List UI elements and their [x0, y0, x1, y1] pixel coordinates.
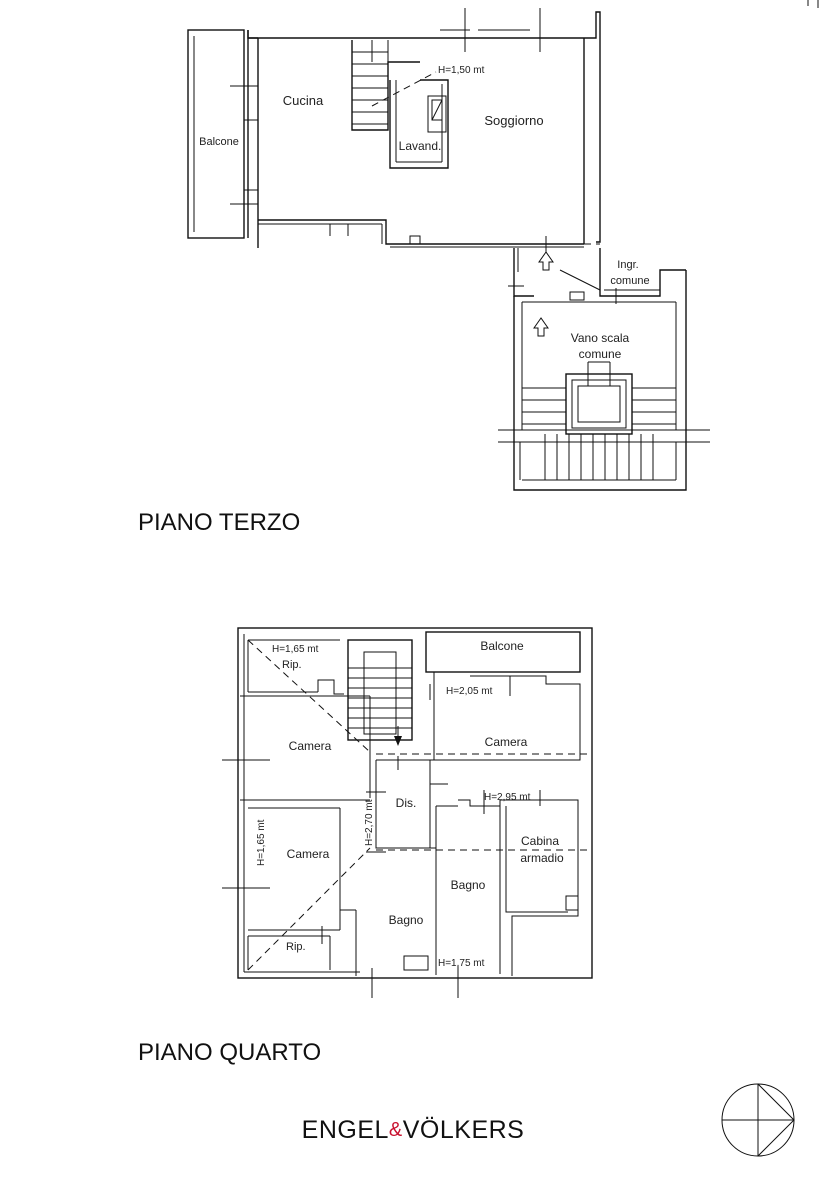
third-floor-labels: Cucina Soggiorno Balcone Lavand. H=1,50 …	[199, 65, 649, 361]
label-height-cabina: H=2,95 mt	[484, 792, 531, 803]
third-floor-walls	[247, 8, 601, 248]
label-bagno-center: Bagno	[451, 878, 486, 892]
label-height-rip-top: H=1,65 mt	[272, 644, 319, 655]
fourth-floor-plan: Balcone H=1,65 mt Rip. H=2,05 mt Camera …	[222, 627, 593, 998]
third-floor-entrance	[508, 236, 686, 304]
label-soggiorno: Soggiorno	[484, 113, 543, 128]
label-camera-nw: Camera	[289, 739, 332, 753]
fourth-floor-internal-stair	[347, 639, 431, 746]
label-lavanderia: Lavand.	[399, 139, 442, 153]
label-height-camera-ne: H=2,05 mt	[446, 686, 493, 697]
brand-logo: ENGEL&VÖLKERS	[302, 1116, 525, 1144]
label-ingresso-2: comune	[610, 275, 649, 287]
label-vano-scala-1: Vano scala	[571, 331, 630, 345]
label-camera-ne: Camera	[485, 735, 528, 749]
label-vano-scala-2: comune	[579, 347, 622, 361]
fourth-floor-labels: Balcone H=1,65 mt Rip. H=2,05 mt Camera …	[256, 639, 564, 969]
label-disimpegno: Dis.	[396, 796, 417, 810]
label-cabina-1: Cabina	[521, 834, 559, 848]
third-floor-plan: Cucina Soggiorno Balcone Lavand. H=1,50 …	[187, 8, 710, 491]
fourth-floor-east-rooms	[355, 672, 592, 998]
third-floor-laundry	[389, 79, 449, 169]
title-piano-quarto: PIANO QUARTO	[138, 1039, 321, 1066]
label-height-lavanderia: H=1,50 mt	[438, 65, 485, 76]
third-floor-internal-stair	[351, 40, 437, 131]
label-cabina-2: armadio	[520, 851, 564, 865]
label-bagno-south: Bagno	[389, 913, 424, 927]
label-camera-sw: Camera	[287, 847, 330, 861]
title-piano-terzo: PIANO TERZO	[138, 509, 300, 536]
compass-icon	[721, 1083, 795, 1157]
third-floor-balcony	[187, 29, 258, 239]
label-cucina: Cucina	[283, 93, 324, 108]
label-height-dis: H=2,70 mt	[364, 799, 375, 846]
corner-ticks	[807, 0, 819, 8]
label-ingresso-1: Ingr.	[617, 259, 638, 271]
label-balcone-4: Balcone	[480, 639, 524, 653]
label-height-camera-sw: H=1,65 mt	[256, 819, 267, 866]
label-rip-top: Rip.	[282, 659, 302, 671]
label-height-bagno: H=1,75 mt	[438, 958, 485, 969]
third-floor-common-stairwell	[498, 270, 710, 491]
label-balcone: Balcone	[199, 136, 239, 148]
label-rip-bottom: Rip.	[286, 941, 306, 953]
